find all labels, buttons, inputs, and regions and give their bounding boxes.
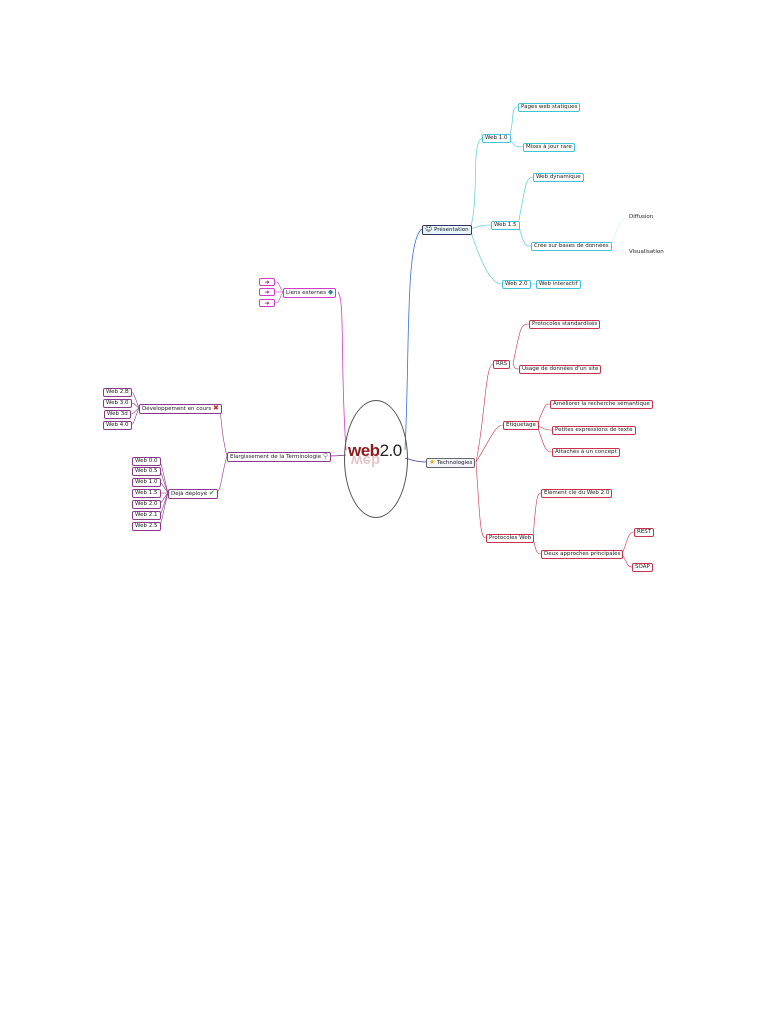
node-rest[interactable]: REST bbox=[634, 528, 655, 537]
node-visualisation-label: Visualisation bbox=[629, 249, 664, 255]
topic-presentation[interactable]: ☺ Présentation bbox=[422, 225, 472, 235]
node-web15-b[interactable]: Web 1.5 bbox=[132, 489, 161, 498]
node-developpement[interactable]: Développement en cours ✖ bbox=[139, 404, 222, 414]
node-rrs-label: RRS bbox=[496, 361, 508, 367]
logo-reflection: web bbox=[351, 452, 381, 469]
node-web3d[interactable]: Web 3d bbox=[104, 410, 131, 419]
node-web10[interactable]: Web 1.0 bbox=[482, 134, 511, 143]
node-mises-a-jour-label: Mises à jour rare bbox=[526, 144, 572, 150]
topic-technologies[interactable]: ★ Technologies bbox=[426, 458, 476, 468]
node-web15-label: Web 1.5 bbox=[494, 222, 517, 228]
node-web2b[interactable]: Web 2.B bbox=[103, 388, 132, 397]
star-icon: ★ bbox=[429, 458, 436, 466]
node-attaches-concept-label: Attachés à un concept bbox=[555, 449, 617, 455]
central-topic-frame[interactable] bbox=[344, 400, 408, 518]
node-web30-label: Web 3.0 bbox=[106, 400, 129, 406]
topic-elargissement[interactable]: Elargissement de la Terminologie ⚲ bbox=[227, 452, 331, 462]
node-web25-label: Web 2.5 bbox=[135, 523, 158, 529]
node-deja-deploye[interactable]: Déjà déployé ✔ bbox=[168, 489, 218, 499]
node-web3d-label: Web 3d bbox=[107, 411, 128, 417]
node-protocoles-web[interactable]: Protocoles Web bbox=[486, 534, 535, 543]
node-web2b-label: Web 2.B bbox=[106, 389, 129, 395]
node-web05[interactable]: Web 0.5 bbox=[132, 467, 161, 476]
node-diffusion[interactable]: Diffusion bbox=[627, 214, 655, 221]
check-icon: ✔ bbox=[208, 489, 215, 497]
smiley-icon: ☺ bbox=[425, 225, 433, 233]
node-web20-label: Web 2.0 bbox=[505, 281, 528, 287]
node-deux-approches[interactable]: Deux approches principales bbox=[541, 550, 624, 559]
node-web21-label: Web 2.1 bbox=[135, 512, 158, 518]
node-web-interactif-label: Web interactif bbox=[539, 281, 578, 287]
logo-brand: web bbox=[348, 441, 380, 460]
node-web-dynamique-label: Web dynamique bbox=[536, 174, 581, 180]
node-diffusion-label: Diffusion bbox=[629, 214, 654, 220]
node-petites-expressions-label: Petites expressions de texte bbox=[555, 427, 633, 433]
node-attaches-concept[interactable]: Attachés à un concept bbox=[552, 448, 620, 457]
logo-version: 2.0 bbox=[379, 441, 403, 460]
node-web20-b[interactable]: Web 2.0 bbox=[132, 500, 161, 509]
paperclip-icon: ⚲ bbox=[322, 452, 328, 460]
node-usage-donnees-label: Usage de données d'un site bbox=[522, 366, 599, 372]
node-visualisation[interactable]: Visualisation bbox=[627, 249, 666, 256]
node-deja-deploye-label: Déjà déployé bbox=[171, 491, 208, 497]
node-web20-b-label: Web 2.0 bbox=[135, 501, 158, 507]
node-web21[interactable]: Web 2.1 bbox=[132, 511, 161, 520]
arrow-icon: ➜ bbox=[264, 279, 270, 286]
node-web-dynamique[interactable]: Web dynamique bbox=[533, 173, 584, 182]
node-web05-label: Web 0.5 bbox=[135, 468, 158, 474]
node-pages-statiques[interactable]: Pages web statiques bbox=[518, 103, 581, 112]
external-link-2[interactable]: ➜ bbox=[259, 288, 275, 296]
arrow-icon: ➜ bbox=[264, 289, 270, 296]
node-web25[interactable]: Web 2.5 bbox=[132, 522, 161, 531]
topic-liens-externes-label: Liens externes bbox=[286, 290, 327, 296]
node-bases-donnees[interactable]: Crée sur bases de données bbox=[531, 242, 612, 251]
node-protocoles-standardises-label: Protocoles standardisés bbox=[532, 321, 598, 327]
node-rest-label: REST bbox=[637, 529, 652, 535]
node-bases-donnees-label: Crée sur bases de données bbox=[534, 243, 609, 249]
arrow-icon: ➜ bbox=[264, 300, 270, 307]
node-web10-label: Web 1.0 bbox=[485, 135, 508, 141]
node-web30[interactable]: Web 3.0 bbox=[103, 399, 132, 408]
node-web00-label: Web 0.0 bbox=[135, 458, 158, 464]
cross-icon: ✖ bbox=[213, 404, 219, 412]
node-soap[interactable]: SOAP bbox=[632, 563, 653, 572]
node-element-cle[interactable]: Elément clé du Web 2.0 bbox=[541, 489, 613, 498]
node-rrs[interactable]: RRS bbox=[493, 360, 511, 369]
node-web10-b-label: Web 1.0 bbox=[135, 479, 158, 485]
node-web00[interactable]: Web 0.0 bbox=[132, 457, 161, 466]
node-web-interactif[interactable]: Web interactif bbox=[536, 280, 581, 289]
node-web40[interactable]: Web 4.0 bbox=[103, 421, 132, 430]
node-protocoles-web-label: Protocoles Web bbox=[489, 535, 532, 541]
topic-technologies-label: Technologies bbox=[437, 460, 473, 466]
node-web15[interactable]: Web 1.5 bbox=[491, 221, 520, 230]
node-etiquetage-label: Etiquetage bbox=[506, 422, 536, 428]
external-link-1[interactable]: ➜ bbox=[259, 278, 275, 286]
node-etiquetage[interactable]: Etiquetage bbox=[503, 421, 539, 430]
topic-presentation-label: Présentation bbox=[434, 227, 469, 233]
node-petites-expressions[interactable]: Petites expressions de texte bbox=[552, 426, 636, 435]
node-soap-label: SOAP bbox=[635, 564, 650, 570]
node-element-cle-label: Elément clé du Web 2.0 bbox=[544, 490, 610, 496]
node-developpement-label: Développement en cours bbox=[142, 406, 212, 412]
node-web20[interactable]: Web 2.0 bbox=[502, 280, 531, 289]
topic-elargissement-label: Elargissement de la Terminologie bbox=[230, 454, 322, 460]
node-recherche-semantique[interactable]: Améliorer la recherche sémantique bbox=[550, 400, 653, 409]
node-deux-approches-label: Deux approches principales bbox=[544, 551, 621, 557]
node-pages-statiques-label: Pages web statiques bbox=[521, 104, 578, 110]
globe-icon: ◆ bbox=[327, 288, 334, 296]
central-topic-logo: web2.0 bbox=[348, 441, 402, 461]
node-mises-a-jour[interactable]: Mises à jour rare bbox=[523, 143, 575, 152]
node-protocoles-standardises[interactable]: Protocoles standardisés bbox=[529, 320, 601, 329]
node-web15-b-label: Web 1.5 bbox=[135, 490, 158, 496]
node-web40-label: Web 4.0 bbox=[106, 422, 129, 428]
topic-liens-externes[interactable]: Liens externes ◆ bbox=[283, 288, 337, 298]
external-link-3[interactable]: ➜ bbox=[259, 299, 275, 307]
node-usage-donnees[interactable]: Usage de données d'un site bbox=[519, 365, 602, 374]
node-recherche-semantique-label: Améliorer la recherche sémantique bbox=[553, 401, 650, 407]
node-web10-b[interactable]: Web 1.0 bbox=[132, 478, 161, 487]
